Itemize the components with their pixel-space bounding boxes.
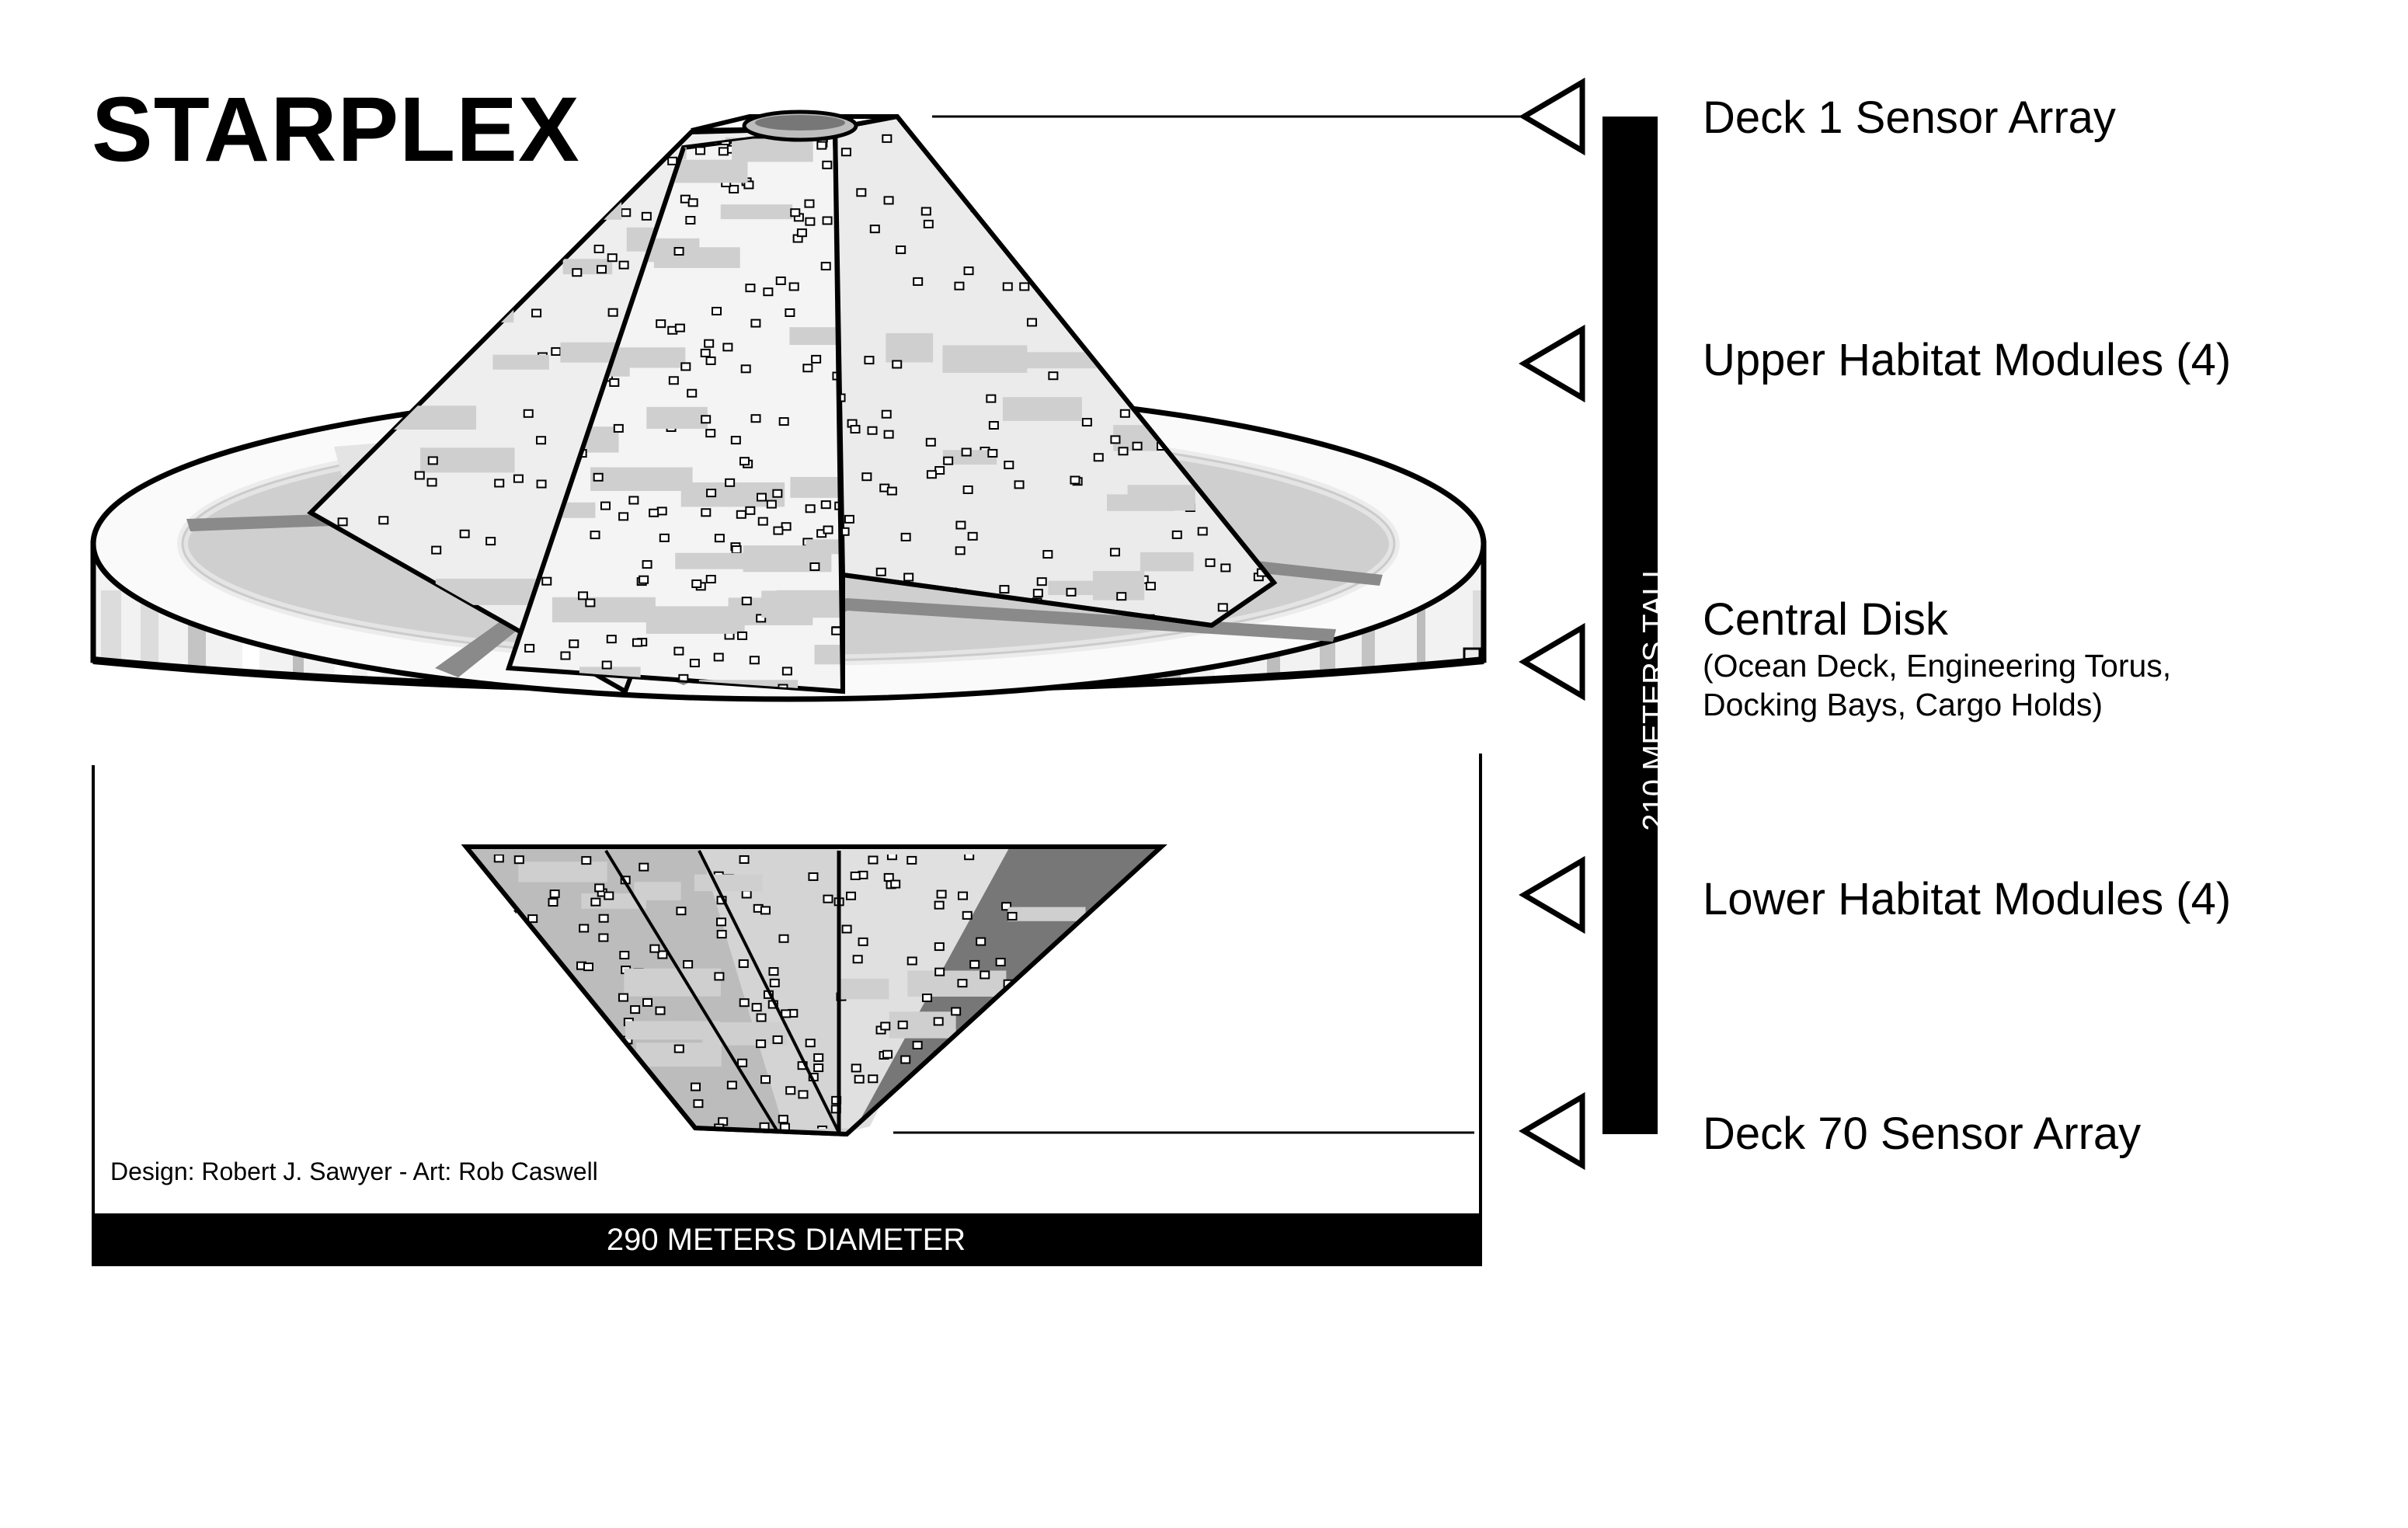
dimension-guides xyxy=(92,115,1658,1266)
pointer-triangle-icon xyxy=(1519,77,1585,156)
callout-pointers xyxy=(1519,77,1585,1171)
height-label: 210 METERS TALL xyxy=(1637,561,1672,831)
pointer-triangle-icon xyxy=(1519,855,1585,935)
callout-central-disk-detail-1: (Ocean Deck, Engineering Torus, xyxy=(1703,648,2172,684)
callout-central-disk-detail-2: Docking Bays, Cargo Holds) xyxy=(1703,687,2103,722)
pointer-triangle-icon xyxy=(1519,1091,1585,1171)
callout-upper-habitat-modules: Upper Habitat Modules (4) xyxy=(1703,335,2232,385)
callout-central-disk: Central Disk xyxy=(1703,594,1948,645)
pointer-triangle-icon xyxy=(1519,622,1585,701)
credit-line: Design: Robert J. Sawyer - Art: Rob Casw… xyxy=(110,1157,598,1185)
pointer-triangle-icon xyxy=(1519,324,1585,403)
diameter-label: 290 METERS DIAMETER xyxy=(606,1223,966,1257)
lower-habitat-modules xyxy=(461,844,1167,1137)
callout-deck-70-sensor-array: Deck 70 Sensor Array xyxy=(1703,1109,2142,1159)
callout-lower-habitat-modules: Lower Habitat Modules (4) xyxy=(1703,874,2232,924)
diagram-title: STARPLEX xyxy=(92,78,580,181)
upper-habitat-modules xyxy=(307,110,1278,695)
callout-deck-1-sensor-array: Deck 1 Sensor Array xyxy=(1703,92,2116,143)
